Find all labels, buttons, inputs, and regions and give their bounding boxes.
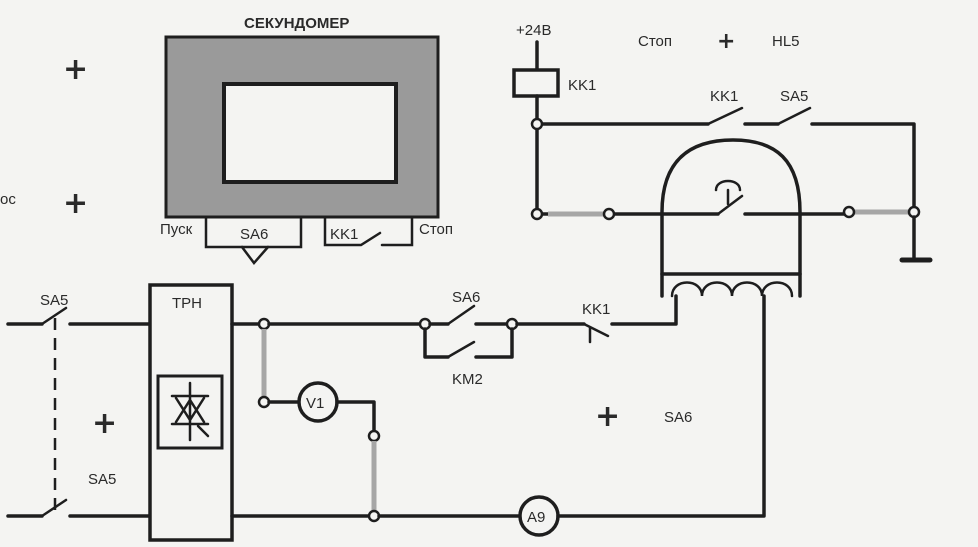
wire xyxy=(335,400,376,434)
contact-sa5-top-label: SA5 xyxy=(780,88,808,105)
contact-km2 xyxy=(446,340,476,359)
edge-text: ос xyxy=(0,191,16,208)
thyristor-icon xyxy=(170,381,210,442)
thermal-relay-housing xyxy=(660,138,802,298)
control-circuit: +24В KK1 Стоп HL5 KK1 SA5 xyxy=(512,22,933,298)
contact-sa6-label: SA6 xyxy=(452,289,480,306)
stopwatch-display xyxy=(222,82,398,184)
stopwatch-sa6-contact xyxy=(240,245,270,265)
field-sa6-label: SA6 xyxy=(664,409,692,426)
lamp-label: HL5 xyxy=(772,33,800,50)
stopwatch-stop-label: Стоп xyxy=(419,221,453,238)
switch-sa5-top xyxy=(40,306,68,326)
wire xyxy=(810,122,916,214)
stop-text: Стоп xyxy=(638,33,672,50)
plus-marker: + xyxy=(595,399,620,434)
plus-marker: + xyxy=(63,186,88,221)
supply-label: +24В xyxy=(516,22,551,39)
thyristor-frame xyxy=(156,374,224,450)
plus-marker: + xyxy=(92,406,117,441)
junction-node xyxy=(530,117,544,131)
relay-coil-kk1 xyxy=(512,68,560,98)
heater-coil xyxy=(670,281,794,298)
wire xyxy=(556,294,766,518)
junction-node xyxy=(842,205,856,219)
contact-kk1-top-label: KK1 xyxy=(710,88,738,105)
contact-km2-label: KM2 xyxy=(452,371,483,388)
stopwatch-sa6-label: SA6 xyxy=(240,226,268,243)
stopwatch-kk1-label: KK1 xyxy=(330,226,358,243)
stopwatch-panel: СЕКУНДОМЕР SA6 Пуск KK1 Стоп xyxy=(160,15,453,265)
stopwatch-start-label: Пуск xyxy=(160,221,193,238)
contact-kk1-mid xyxy=(582,322,610,344)
voltmeter-label: V1 xyxy=(306,395,324,412)
switch-sa5-bottom-label: SA5 xyxy=(88,471,116,488)
junction-node xyxy=(367,429,381,443)
contact-kk1-top xyxy=(706,106,744,126)
power-circuit: SA5 SA5 ТРН SA6 KM2 KK1 xyxy=(6,283,766,542)
switch-sa5-top-label: SA5 xyxy=(40,292,68,309)
relay-coil-label: KK1 xyxy=(568,77,596,94)
stopwatch-title: СЕКУНДОМЕР xyxy=(244,15,349,32)
stopwatch-sa6-bracket xyxy=(204,215,303,249)
junction-node xyxy=(602,207,616,221)
ammeter-label: A9 xyxy=(527,509,545,526)
thermal-contact xyxy=(716,194,744,216)
wire xyxy=(474,327,514,359)
contact-kk1-mid-label: KK1 xyxy=(582,301,610,318)
regulator-label: ТРН xyxy=(172,295,202,312)
contact-sa5-top xyxy=(776,106,812,126)
junction-node xyxy=(530,207,544,221)
plus-marker: + xyxy=(717,29,735,54)
stopwatch-kk1-contact xyxy=(323,215,414,247)
thermal-bimetal-icon xyxy=(714,179,742,206)
plus-marker: + xyxy=(63,52,88,87)
wire xyxy=(610,294,678,326)
wire xyxy=(423,327,450,359)
switch-sa5-bottom xyxy=(40,498,68,518)
contact-sa6 xyxy=(446,304,476,326)
